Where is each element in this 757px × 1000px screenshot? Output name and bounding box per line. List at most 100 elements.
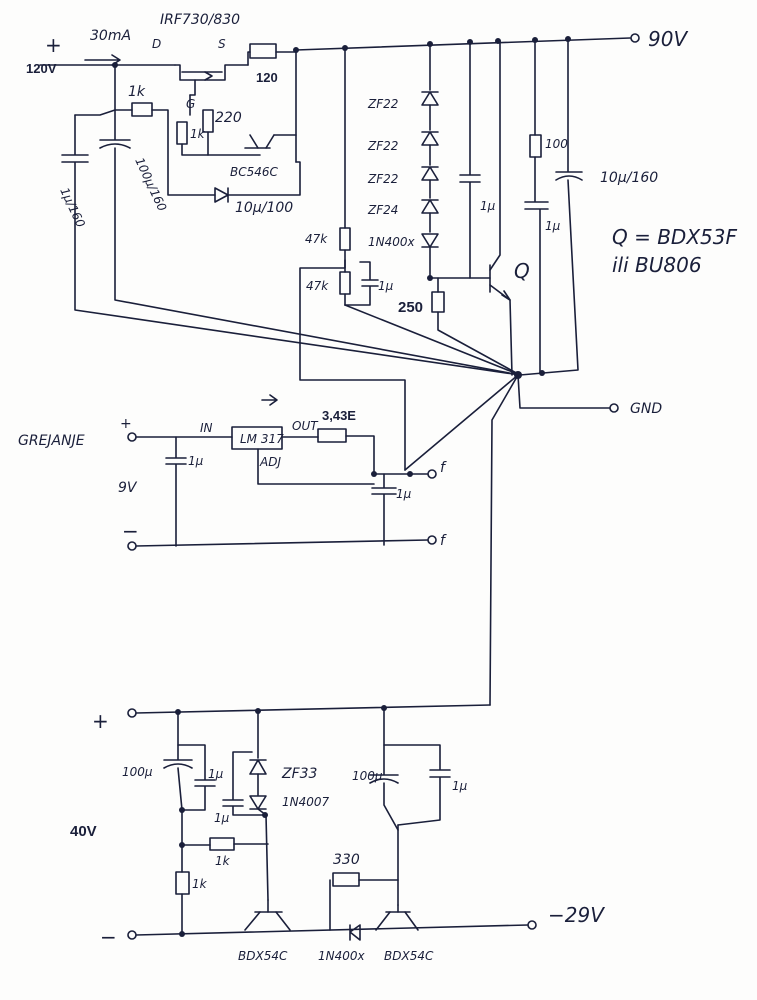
- junction: [539, 370, 545, 376]
- label-120v: 120V: [26, 61, 57, 76]
- junction: [371, 471, 377, 477]
- resistor-250: [431, 291, 445, 313]
- top-circuit: [39, 33, 640, 706]
- label-zf33: ZF33: [281, 766, 317, 782]
- label-d: D: [152, 37, 161, 51]
- resistor-1k-gate: [176, 121, 188, 145]
- heater-circuit: [127, 394, 437, 551]
- label-lm317: LM 317: [240, 432, 284, 446]
- labels: + 120V 30mA IRF730/830 D S G 220 1k 120 …: [18, 12, 737, 963]
- label-r100: 100: [545, 137, 568, 151]
- label-r1k-a: 1k: [215, 854, 231, 868]
- label-heater-cout: 1µ: [396, 487, 412, 501]
- adj-wire: [257, 448, 375, 485]
- transistor-bdx54c-2: [375, 904, 419, 931]
- label-d10u100: 10µ/100: [235, 200, 293, 216]
- cap-10u160: [519, 38, 583, 376]
- resistor-3-43e: [317, 428, 347, 443]
- zener-zf24: [421, 199, 439, 214]
- label-q-part2: ili BU806: [612, 253, 702, 277]
- lm317-regulator: [231, 426, 283, 450]
- label-c1u-c: 1µ: [545, 219, 561, 233]
- label-zf22-2: ZF22: [367, 139, 398, 153]
- label-40v: 40V: [70, 823, 97, 840]
- transistor-bdx54c-1: [244, 899, 291, 931]
- label-r120: 120: [256, 70, 278, 85]
- heater-minus-wire: [135, 539, 429, 547]
- to-q1-wire: [257, 808, 269, 901]
- label-c1u-a: 1µ: [378, 279, 394, 293]
- label-c100u: 100µ: [122, 765, 153, 779]
- bottom-circuit: [127, 704, 537, 941]
- label-bdx54c-1: BDX54C: [238, 949, 288, 963]
- label-bottom-minus: −: [100, 925, 117, 949]
- label-reg-out: OUT: [292, 419, 319, 433]
- cap-1u-c: [383, 744, 451, 826]
- label-c1u-a-bottom: 1µ: [208, 767, 224, 781]
- cap-1u-b: [459, 41, 481, 279]
- label-minus29v: −29V: [548, 903, 605, 927]
- bottom-plus-terminal: [127, 708, 137, 718]
- reg-arrow: [261, 394, 278, 406]
- label-r250: 250: [398, 299, 423, 316]
- gnd-wire: [517, 374, 611, 409]
- bottom-plus-rail: [135, 704, 491, 714]
- cap-1u-c: [524, 156, 549, 374]
- label-r1k-b: 1k: [192, 877, 208, 891]
- junction: [112, 62, 118, 68]
- label-30ma: 30mA: [90, 28, 131, 44]
- cap-1u-a: [177, 744, 216, 811]
- cap-100u160: [99, 109, 521, 376]
- hub-to-bottom-wire: [489, 374, 519, 706]
- label-g: G: [186, 97, 195, 111]
- label-reg-adj: ADJ: [259, 455, 281, 469]
- label-1n4007: 1N4007: [282, 795, 330, 809]
- label-heater-cin: 1µ: [188, 454, 204, 468]
- label-9v: 9V: [118, 480, 138, 496]
- r250-wire: [437, 277, 521, 376]
- label-input-plus: +: [45, 33, 62, 57]
- label-gnd: GND: [630, 401, 662, 417]
- label-grejanje: GREJANJE: [18, 433, 85, 449]
- bjt-bc546c: [244, 134, 297, 149]
- label-90v: 90V: [648, 27, 688, 51]
- mosfet-symbol: [174, 64, 249, 96]
- top-rail: [295, 37, 631, 51]
- label-c10u160: 10µ/160: [600, 170, 658, 186]
- bottom-minus-rail: [135, 924, 529, 936]
- r343-wire: [345, 435, 413, 475]
- resistor-1k-a: [209, 837, 235, 851]
- label-zf22-3: ZF22: [367, 172, 398, 186]
- r47k-to-hub: [344, 304, 521, 376]
- r120-left-wire: [247, 51, 251, 66]
- output-minus29v-terminal: [527, 920, 537, 930]
- cap-1u-b: [222, 751, 266, 816]
- diode-1n400x: [421, 233, 439, 248]
- label-zf24: ZF24: [367, 203, 398, 217]
- label-r330: 330: [333, 852, 360, 868]
- label-r1k-gate: 1k: [190, 127, 206, 141]
- label-c1u-b-bottom: 1µ: [214, 811, 230, 825]
- output-90v-terminal: [630, 33, 640, 43]
- label-c1u-b: 1µ: [480, 199, 496, 213]
- terminal-f1: [427, 469, 437, 479]
- label-f2: f: [440, 533, 447, 549]
- label-47k-a: 47k: [305, 232, 328, 246]
- label-bdx54c-2: BDX54C: [384, 949, 434, 963]
- label-heater-plus: +: [120, 416, 132, 432]
- label-r220: 220: [215, 110, 242, 126]
- cap-join: [74, 109, 116, 116]
- label-1n400x-bottom: 1N400x: [318, 949, 366, 963]
- label-heater-minus: −: [122, 519, 139, 543]
- label-mosfet-part: IRF730/830: [160, 12, 240, 28]
- resistor-330: [332, 872, 360, 887]
- diode-1n400x-bottom: [349, 924, 361, 941]
- resistor-1k-b: [175, 871, 190, 895]
- label-47k-b: 47k: [306, 279, 329, 293]
- label-1n400x: 1N400x: [368, 235, 416, 249]
- label-c1u-c-bottom: 1µ: [452, 779, 468, 793]
- heater-cap-in: [165, 436, 187, 547]
- label-f1: f: [440, 460, 447, 476]
